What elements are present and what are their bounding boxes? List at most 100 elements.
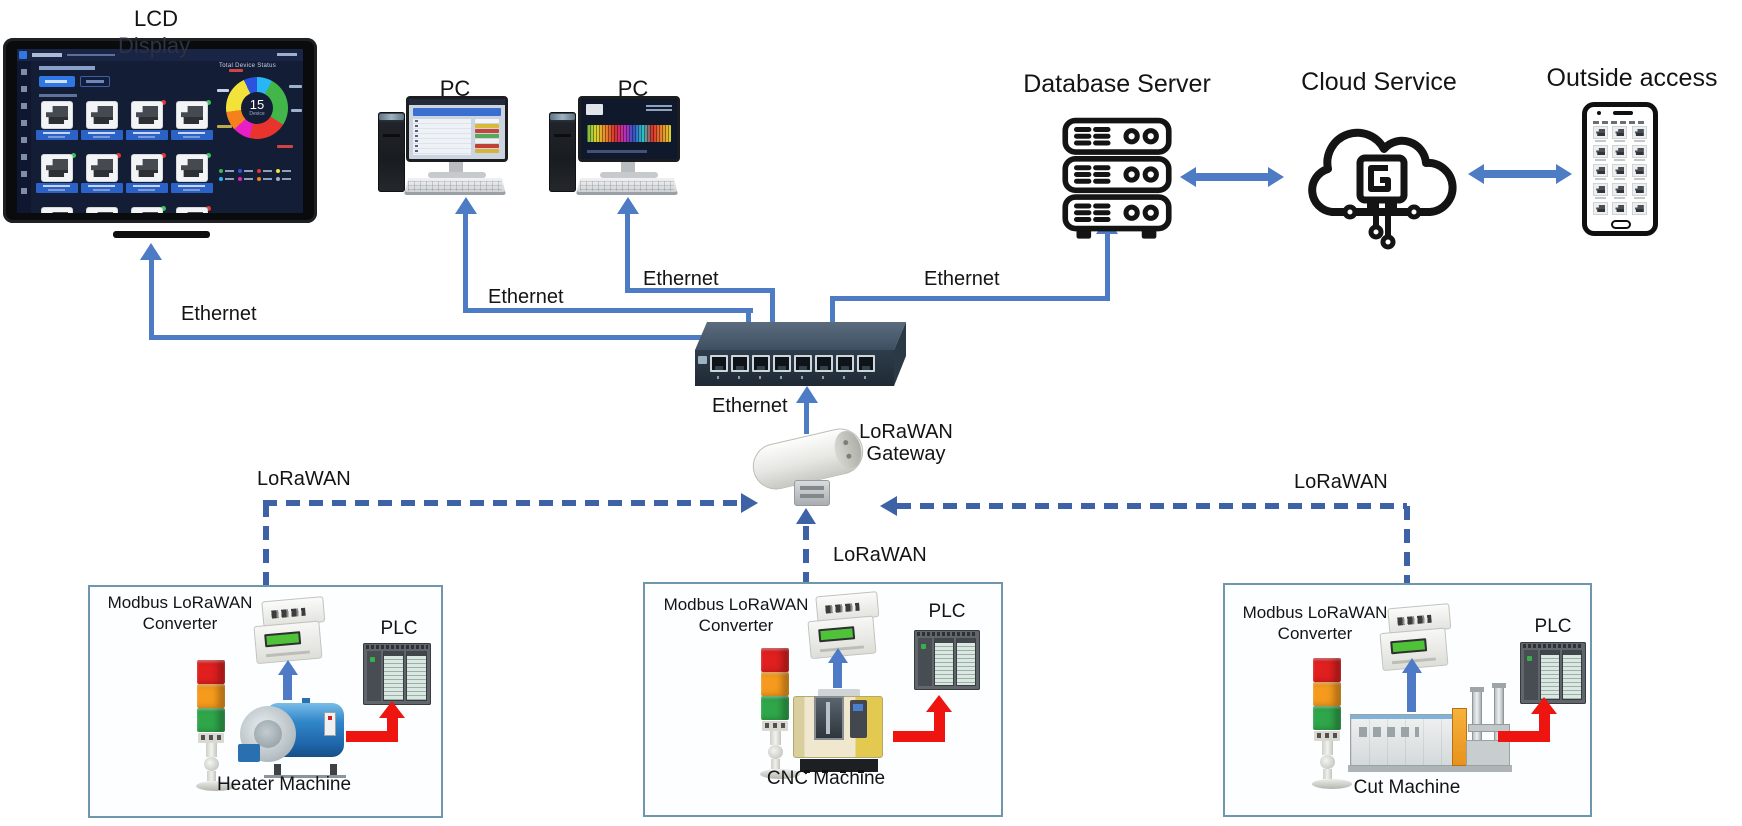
breadcrumb-blur (39, 66, 95, 70)
card-label-bar (171, 183, 213, 193)
tower-stem (205, 743, 217, 757)
plc-cpu-module (1524, 650, 1538, 700)
heater-pipe (302, 698, 310, 706)
machine-thumb-icon (1594, 165, 1608, 180)
lcd-title: LCD (133, 6, 178, 31)
tower-amber-light (1313, 682, 1341, 706)
donut-callout-blur (217, 89, 229, 92)
plc-io-module (956, 638, 976, 686)
converter-slot (265, 650, 311, 658)
status-bar (475, 149, 499, 153)
tower-connector (198, 733, 224, 743)
dashed-segment (263, 503, 269, 585)
donut-legend-row (219, 169, 295, 173)
status-dot (116, 153, 121, 158)
line-segment (463, 308, 753, 313)
line-segment (1194, 173, 1270, 181)
pc-right-tower (549, 112, 576, 192)
line-segment (1482, 170, 1558, 178)
card-label-bar (126, 130, 168, 140)
card-label-bar (81, 183, 123, 193)
pc-left-monitor-neck (449, 162, 463, 172)
legend-text-blur (225, 170, 234, 172)
screen-text-blur (587, 150, 647, 153)
status-dot (161, 153, 166, 158)
heater-skid (264, 775, 346, 778)
ethernet-switch (695, 322, 906, 386)
heater-leg (330, 764, 337, 776)
cut-body (1350, 714, 1454, 766)
status-bar (475, 119, 499, 123)
device-card (126, 153, 168, 206)
database-server-icon (1062, 117, 1172, 239)
gateway-label: LoRaWAN Gateway (850, 421, 962, 465)
phone-screen (1589, 120, 1651, 216)
pc-left-keyboard (404, 178, 506, 195)
tower-red-light (1313, 658, 1341, 682)
arrowhead-right-icon (741, 493, 758, 513)
arrowhead-up-icon (1402, 658, 1422, 673)
machine-thumb-icon (1632, 165, 1646, 180)
status-panel-title: Total Device Status (219, 63, 277, 69)
converter-label-line2: Converter (1277, 624, 1353, 643)
status-bar (475, 144, 499, 148)
machine-thumb-icon (177, 155, 207, 181)
topbar-text-blur (67, 54, 115, 56)
dashboard-sidebar (17, 61, 31, 213)
donut-center-unit: Device (249, 111, 265, 117)
outside-access-label: Outside access (1546, 64, 1718, 92)
legend-dot (257, 177, 261, 181)
heater-leg (274, 764, 281, 776)
status-bar (475, 129, 499, 133)
dashed-segment (897, 503, 1407, 509)
screen-header-row (413, 108, 501, 116)
converter-label-cut: Modbus LoRaWAN Converter (1226, 602, 1404, 644)
lcd-stand (113, 231, 210, 238)
line-segment (804, 401, 809, 434)
phone-speaker (1613, 111, 1633, 115)
line-segment (1105, 232, 1110, 301)
machine-to-converter-arrow (1407, 672, 1416, 712)
signal-tower-icon (1312, 658, 1352, 789)
status-dot (161, 206, 166, 211)
legend-dot (276, 177, 280, 181)
arrowhead-left-icon (880, 496, 897, 516)
converter-screen (818, 626, 856, 643)
secondary-button-blur (80, 76, 110, 87)
tower-green-light (761, 696, 789, 720)
device-card (171, 206, 213, 213)
cnc-base (800, 759, 878, 773)
screen-spectrum-band (587, 125, 671, 142)
pc-left-screen (409, 99, 505, 159)
ethernet-label-lcd: Ethernet (181, 303, 257, 325)
dashed-segment (803, 526, 809, 582)
cut-machine-image (1348, 683, 1512, 774)
topbar-text-blur (32, 53, 62, 57)
donut-callout-blur (229, 69, 243, 72)
rj45-port (794, 355, 812, 372)
legend-dot (219, 177, 223, 181)
device-card (36, 102, 78, 153)
cloud-service-icon (1308, 128, 1457, 250)
status-dot (206, 153, 211, 158)
legend-dot (219, 169, 223, 173)
legend-text-blur (263, 170, 272, 172)
status-panel: Total Device Status 15 Device (217, 63, 303, 213)
tower-green-light (1313, 706, 1341, 730)
arrowhead-up-icon (379, 701, 405, 718)
port-numbers-blur (717, 376, 885, 379)
machine-thumb-icon (42, 102, 72, 128)
arrowhead-up-icon (926, 695, 952, 712)
gateway-label-line1: LoRaWAN (859, 421, 953, 443)
converter-screen (264, 631, 302, 648)
donut-callout-blur (289, 85, 302, 88)
plc-label-cnc: PLC (928, 601, 966, 622)
filter-row-blur (39, 94, 77, 97)
plc-device (363, 643, 431, 705)
machine-thumb-icon (1632, 184, 1646, 199)
pc-right-monitor-base (600, 172, 658, 178)
lorawan-gateway-device (748, 420, 876, 522)
status-dot (71, 153, 76, 158)
converter-label-line1: Modbus LoRaWAN (663, 595, 809, 614)
